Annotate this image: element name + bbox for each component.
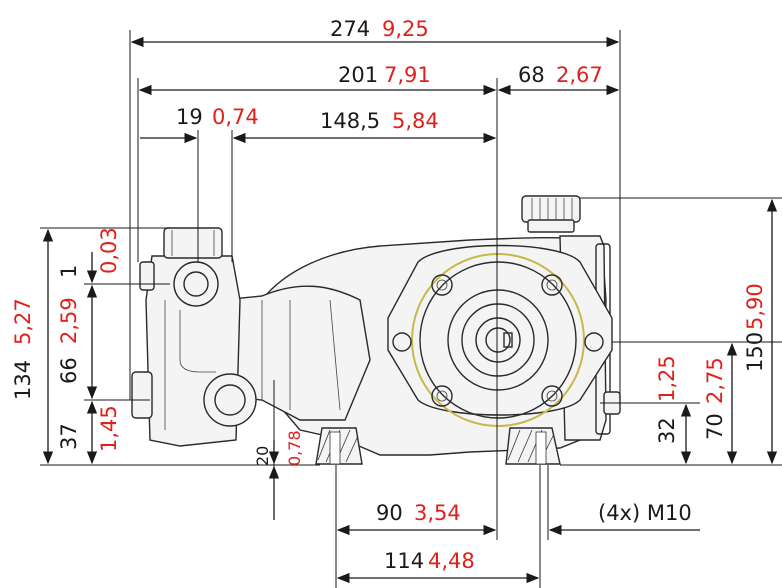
pump-head [131, 227, 257, 447]
foot-to-axis-mm: 90 [376, 501, 403, 525]
dim-rear-offset: 68 2,67 [518, 63, 603, 87]
overall-length-mm: 274 [330, 17, 370, 41]
dim-foot-spacing: 114 4,48 [384, 549, 475, 573]
foot-depth-mm: 20 [253, 446, 272, 466]
oil-cap [521, 195, 581, 233]
extension-lines [40, 30, 782, 588]
overall-length-in: 9,25 [382, 17, 429, 41]
dim-outlet-to-inlet: 66 2,59 [57, 297, 81, 384]
dim-mount-bolts: (4x) M10 [598, 501, 692, 525]
outlet-to-inlet-mm: 66 [57, 357, 81, 384]
outlet-top-mm: 1 [57, 265, 81, 278]
mounting-flange [387, 244, 613, 427]
mounting-foot-right [505, 427, 561, 465]
foot-spacing-in: 4,48 [428, 549, 475, 573]
dim-overall-length: 274 9,25 [330, 17, 429, 41]
inlet-height-in: 1,45 [97, 405, 121, 452]
dim-drain-height: 32 1,25 [655, 355, 679, 444]
inlet-offset-mm: 19 [176, 105, 203, 129]
top-to-outlet-mm: 134 [11, 360, 35, 400]
total-height-in: 5,90 [743, 283, 767, 330]
drain-height-mm: 32 [655, 417, 679, 444]
dim-total-height: 150 5,90 [743, 283, 767, 372]
dimension-lines [42, 36, 778, 584]
dim-inlet-offset: 19 0,74 [176, 105, 259, 129]
inlet-offset-in: 0,74 [212, 105, 259, 129]
rear-offset-mm: 68 [518, 63, 545, 87]
dim-top-to-outlet: 134 5,27 [11, 298, 35, 400]
head-to-axis-mm: 148,5 [320, 109, 380, 133]
body-length-in: 7,91 [384, 63, 431, 87]
dim-shaft-height: 70 2,75 [703, 357, 727, 440]
dim-outlet-top: 1 0,03 [57, 227, 121, 278]
shaft-height-mm: 70 [703, 413, 727, 440]
dim-inlet-height: 37 1,45 [57, 405, 121, 452]
outlet-top-in: 0,03 [97, 227, 121, 274]
top-to-outlet-in: 5,27 [11, 298, 35, 345]
rear-offset-in: 2,67 [556, 63, 603, 87]
dim-head-to-axis: 148,5 5,84 [320, 109, 439, 133]
inlet-height-mm: 37 [57, 423, 81, 450]
shaft-height-in: 2,75 [703, 357, 727, 404]
drain-height-in: 1,25 [655, 355, 679, 402]
foot-depth-in: 0,78 [285, 430, 304, 466]
head-to-axis-in: 5,84 [392, 109, 439, 133]
pump-body [131, 195, 621, 465]
mount-bolts-label: (4x) M10 [598, 501, 692, 525]
dim-foot-depth: 20 0,78 [253, 430, 304, 466]
outlet-to-inlet-in: 2,59 [57, 297, 81, 344]
foot-to-axis-in: 3,54 [414, 501, 461, 525]
mounting-foot-left [315, 427, 363, 465]
body-length-mm: 201 [338, 63, 378, 87]
total-height-mm: 150 [743, 332, 767, 372]
dim-foot-to-axis: 90 3,54 [376, 501, 461, 525]
dim-body-length: 201 7,91 [338, 63, 431, 87]
foot-spacing-mm: 114 [384, 549, 424, 573]
